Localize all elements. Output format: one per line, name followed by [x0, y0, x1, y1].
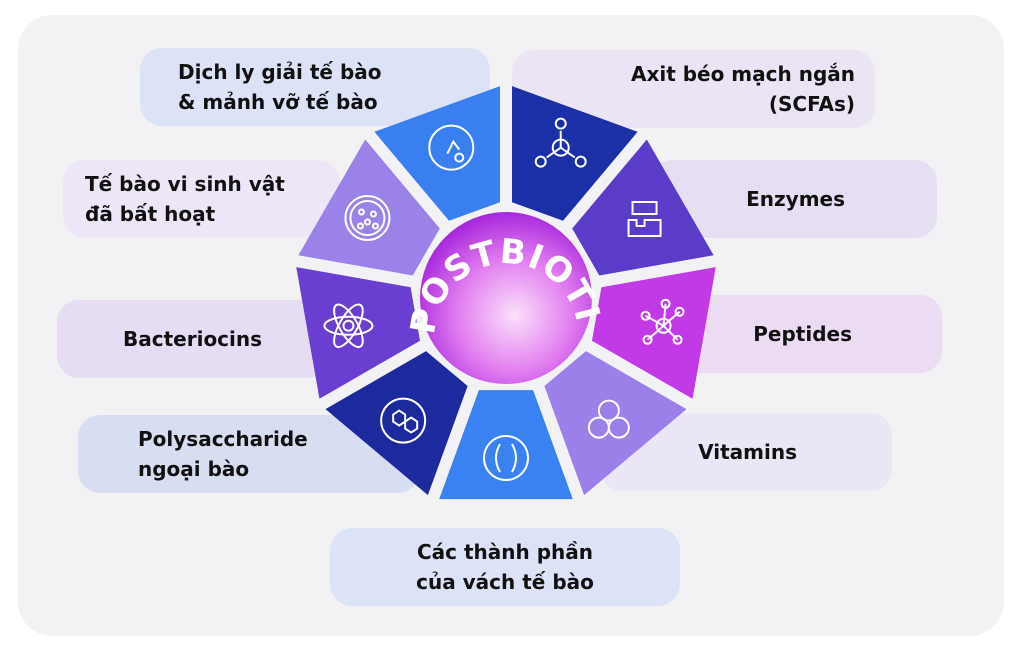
- label-pill-cellwall: Các thành phần của vách tế bào: [330, 528, 680, 606]
- label-line: ngoại bào: [138, 457, 250, 481]
- label-pill-bacteriocins: Bacteriocins: [57, 300, 330, 378]
- segment-shape: [544, 351, 687, 496]
- segment-shape: [591, 267, 716, 399]
- label-line: đã bất hoạt: [85, 202, 216, 226]
- segment-cellwall: [439, 390, 573, 500]
- enzyme-block-icon: [627, 201, 662, 237]
- cell-wall-icon: [483, 435, 529, 481]
- hexagon-ring-icon: [380, 397, 427, 444]
- center-circle: [420, 212, 592, 384]
- label-line: Peptides: [753, 322, 852, 346]
- segment-scfa: [512, 86, 638, 221]
- label-pill-inactivated: Tế bào vi sinh vật đã bất hoạt: [63, 160, 340, 238]
- segment-bacteriocins: [296, 267, 421, 399]
- label-line: Axit béo mạch ngắn: [630, 62, 855, 86]
- segment-shape: [512, 86, 638, 221]
- label-pill-polysaccharide: Polysaccharide ngoại bào: [78, 415, 420, 493]
- label-line: Vitamins: [698, 440, 797, 464]
- segment-shape: [374, 86, 500, 221]
- label-pill-enzymes: Enzymes: [650, 160, 937, 238]
- segment-inactivated: [298, 139, 440, 276]
- label-line: Các thành phần: [416, 540, 593, 564]
- segment-shape: [439, 390, 573, 500]
- peptide-network-icon: [640, 298, 685, 345]
- segment-enzymes: [572, 139, 714, 276]
- label-line: Enzymes: [746, 187, 845, 211]
- label-line: (SCFAs): [768, 92, 855, 116]
- label-line: Polysaccharide: [138, 427, 308, 451]
- segment-shape: [572, 139, 714, 276]
- cell-lysate-icon: [428, 124, 475, 171]
- segment-shape: [298, 139, 440, 276]
- segment-lysate: [374, 86, 500, 221]
- molecule-icon: [534, 117, 587, 168]
- label-line: của vách tế bào: [416, 570, 594, 594]
- vitamin-capsules-icon: [587, 399, 630, 439]
- segment-peptides: [591, 267, 716, 399]
- petri-dish-icon: [344, 195, 391, 241]
- segment-vitamins: [544, 351, 687, 496]
- label-line: Tế bào vi sinh vật: [85, 172, 285, 196]
- segment-shape: [296, 267, 421, 399]
- atom-icon: [323, 303, 374, 349]
- segment-polysaccharide: [325, 351, 468, 496]
- label-line: Bacteriocins: [123, 327, 263, 351]
- label-line: Dịch ly giải tế bào: [178, 60, 382, 84]
- label-line: & mảnh vỡ tế bào: [178, 90, 378, 114]
